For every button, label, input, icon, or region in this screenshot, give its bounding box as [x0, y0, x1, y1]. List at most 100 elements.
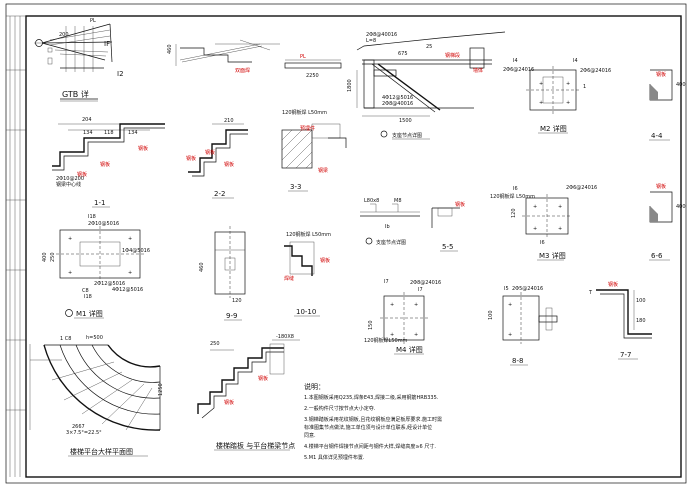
- svg-text:25: 25: [426, 44, 432, 50]
- svg-text:460: 460: [199, 262, 205, 272]
- svg-text:2Φ8@40016: 2Φ8@40016: [366, 32, 397, 38]
- svg-text:+: +: [533, 204, 537, 210]
- svg-text:250: 250: [210, 341, 220, 347]
- svg-text:PL: PL: [300, 54, 306, 60]
- svg-text:2Φ8@24016: 2Φ8@24016: [410, 280, 441, 286]
- section-3-3: 120钢板焊 L50mm 预埋件 钢梁 3-3: [281, 109, 347, 192]
- section-9-9: 460 120 9-9: [199, 226, 246, 321]
- sheet-border: [5, 3, 687, 484]
- svg-text:134: 134: [83, 130, 93, 136]
- note-line: 同意.: [304, 432, 316, 439]
- svg-text:120钢板焊 L50mm: 120钢板焊 L50mm: [490, 193, 535, 200]
- svg-text:I6: I6: [540, 240, 545, 246]
- svg-text:+: +: [566, 100, 570, 106]
- svg-text:250: 250: [50, 252, 56, 262]
- svg-text:+: +: [558, 204, 562, 210]
- note-line: 5.M1 具体详见预埋件布置.: [304, 454, 365, 461]
- svg-text:204: 204: [82, 117, 92, 123]
- svg-text:I5: I5: [504, 286, 509, 292]
- svg-text:134: 134: [128, 130, 138, 136]
- svg-text:钢板: 钢板: [656, 183, 666, 190]
- svg-text:1-1: 1-1: [94, 199, 105, 207]
- section-5-5: L80x8 M8 Ib 支座节点详图 钢板 5-5: [360, 198, 465, 252]
- svg-text:2Φ6@24016: 2Φ6@24016: [580, 68, 611, 74]
- section-6-6: 钢板 400 6-6: [649, 183, 686, 261]
- svg-text:钢板: 钢板: [77, 171, 87, 178]
- svg-text:460: 460: [167, 44, 173, 54]
- svg-text:钢板: 钢板: [205, 149, 215, 156]
- svg-text:400: 400: [676, 204, 686, 210]
- beam-2250: 2250 PL: [284, 54, 342, 79]
- svg-text:支座节点详图: 支座节点详图: [392, 132, 422, 139]
- svg-text:3-3: 3-3: [290, 183, 301, 191]
- svg-text:M4 详图: M4 详图: [396, 345, 423, 354]
- svg-text:6-6: 6-6: [651, 252, 663, 260]
- svg-text:I7: I7: [418, 287, 423, 293]
- svg-text:2Φ10@200: 2Φ10@200: [56, 176, 84, 182]
- svg-text:+: +: [566, 81, 570, 87]
- svg-text:+: +: [128, 270, 132, 276]
- svg-text:5-5: 5-5: [442, 243, 453, 251]
- section-7-7: T 100 180 钢板 7-7: [588, 281, 652, 360]
- svg-text:+: +: [539, 81, 543, 87]
- notes-block: 说明： 1.本图钢板采用Q235,焊条E43,焊接二级,采用钢筋HRB335. …: [304, 382, 442, 461]
- svg-text:1 C8: 1 C8: [60, 336, 71, 342]
- svg-text:+: +: [414, 332, 418, 338]
- svg-text:180: 180: [636, 318, 646, 324]
- svg-text:1: 1: [583, 84, 586, 90]
- svg-text:1Φ4@5016: 1Φ4@5016: [122, 248, 150, 254]
- arc-stair-plan: h=500 1 C8 1250 2667 3×7.5°=22.5° 楼梯平台大样…: [29, 335, 164, 457]
- svg-text:PL: PL: [90, 18, 96, 24]
- notes-title: 说明：: [304, 382, 325, 391]
- stair-elevation: 460 双面焊: [167, 39, 280, 74]
- svg-text:8-8: 8-8: [512, 357, 523, 365]
- svg-text:120: 120: [511, 208, 517, 218]
- svg-text:I6: I6: [513, 186, 518, 192]
- svg-text:M8: M8: [394, 198, 402, 204]
- svg-text:+: +: [68, 236, 72, 242]
- svg-text:I4: I4: [573, 58, 578, 64]
- section-8-8: 2Φ5@24016 I5 + + 100 8-8: [488, 286, 558, 366]
- svg-text:1500: 1500: [399, 118, 412, 124]
- svg-text:钢板: 钢板: [224, 399, 234, 406]
- svg-text:钢板: 钢板: [138, 145, 148, 152]
- svg-text:h=500: h=500: [86, 335, 103, 341]
- svg-text:1250: 1250: [158, 383, 164, 396]
- section-1-1: 204 134 118 134 2Φ10@200 钢梁中心线 钢板 钢板 钢板 …: [52, 117, 165, 208]
- svg-text:4Φ12@5016: 4Φ12@5016: [112, 287, 143, 293]
- svg-text:预埋件: 预埋件: [300, 125, 315, 132]
- stair-tread-detail: 250 -180X8 钢板 钢板 楼梯踏板 与平台梯梁节点: [197, 334, 300, 451]
- svg-text:L=8: L=8: [366, 38, 376, 44]
- svg-text:钢板: 钢板: [608, 281, 618, 288]
- support-node-detail: 1800 1500 2Φ8@40016 L=8 675 25 钢梯段 4Φ12@…: [347, 31, 506, 140]
- svg-text:焊缝: 焊缝: [284, 275, 294, 282]
- svg-text:钢板: 钢板: [258, 375, 268, 382]
- svg-text:钢梯段: 钢梯段: [445, 52, 460, 59]
- section-2-2: 210 钢板 钢板 钢板 2-2: [186, 118, 248, 199]
- svg-text:L80x8: L80x8: [364, 198, 379, 204]
- svg-text:钢板: 钢板: [186, 155, 196, 162]
- svg-text:+: +: [558, 226, 562, 232]
- svg-text:双面焊: 双面焊: [235, 67, 250, 74]
- svg-text:100: 100: [636, 298, 646, 304]
- svg-text:10-10: 10-10: [296, 308, 316, 316]
- svg-text:2Φ10@5016: 2Φ10@5016: [88, 221, 119, 227]
- svg-text:钢板: 钢板: [656, 71, 666, 78]
- svg-text:400: 400: [42, 252, 48, 262]
- svg-text:钢梁中心线: 钢梁中心线: [56, 181, 81, 188]
- svg-text:4Φ12@5016: 4Φ12@5016: [382, 95, 413, 101]
- svg-text:120钢板焊 L50mm: 120钢板焊 L50mm: [282, 109, 327, 116]
- svg-text:150: 150: [368, 320, 374, 330]
- svg-text:120钢板焊L50mm: 120钢板焊L50mm: [364, 337, 408, 344]
- svg-text:M2 详图: M2 详图: [540, 124, 567, 133]
- svg-text:楼梯踏板 与平台梯梁节点: 楼梯踏板 与平台梯梁节点: [216, 441, 295, 450]
- m2-detail: 2Φ6@24016 I4 I4 + + + + 1 M2 详图 2Φ6@2401…: [503, 58, 611, 134]
- section-4-4: 钢板 400 4-4: [649, 69, 686, 141]
- note-line: 3.钢梯踏板采用花纹钢板,且花纹钢板应满足板厚要求.施工时需: [304, 416, 442, 423]
- svg-text:Ib: Ib: [385, 224, 390, 230]
- note-line: 4.楼梯平台钢件焊接节点间距与钢件大样,焊缝高度≥6 尺寸.: [304, 443, 436, 450]
- svg-text:钢板: 钢板: [320, 257, 330, 264]
- svg-text:钢板: 钢板: [100, 161, 110, 168]
- svg-text:200: 200: [59, 32, 69, 38]
